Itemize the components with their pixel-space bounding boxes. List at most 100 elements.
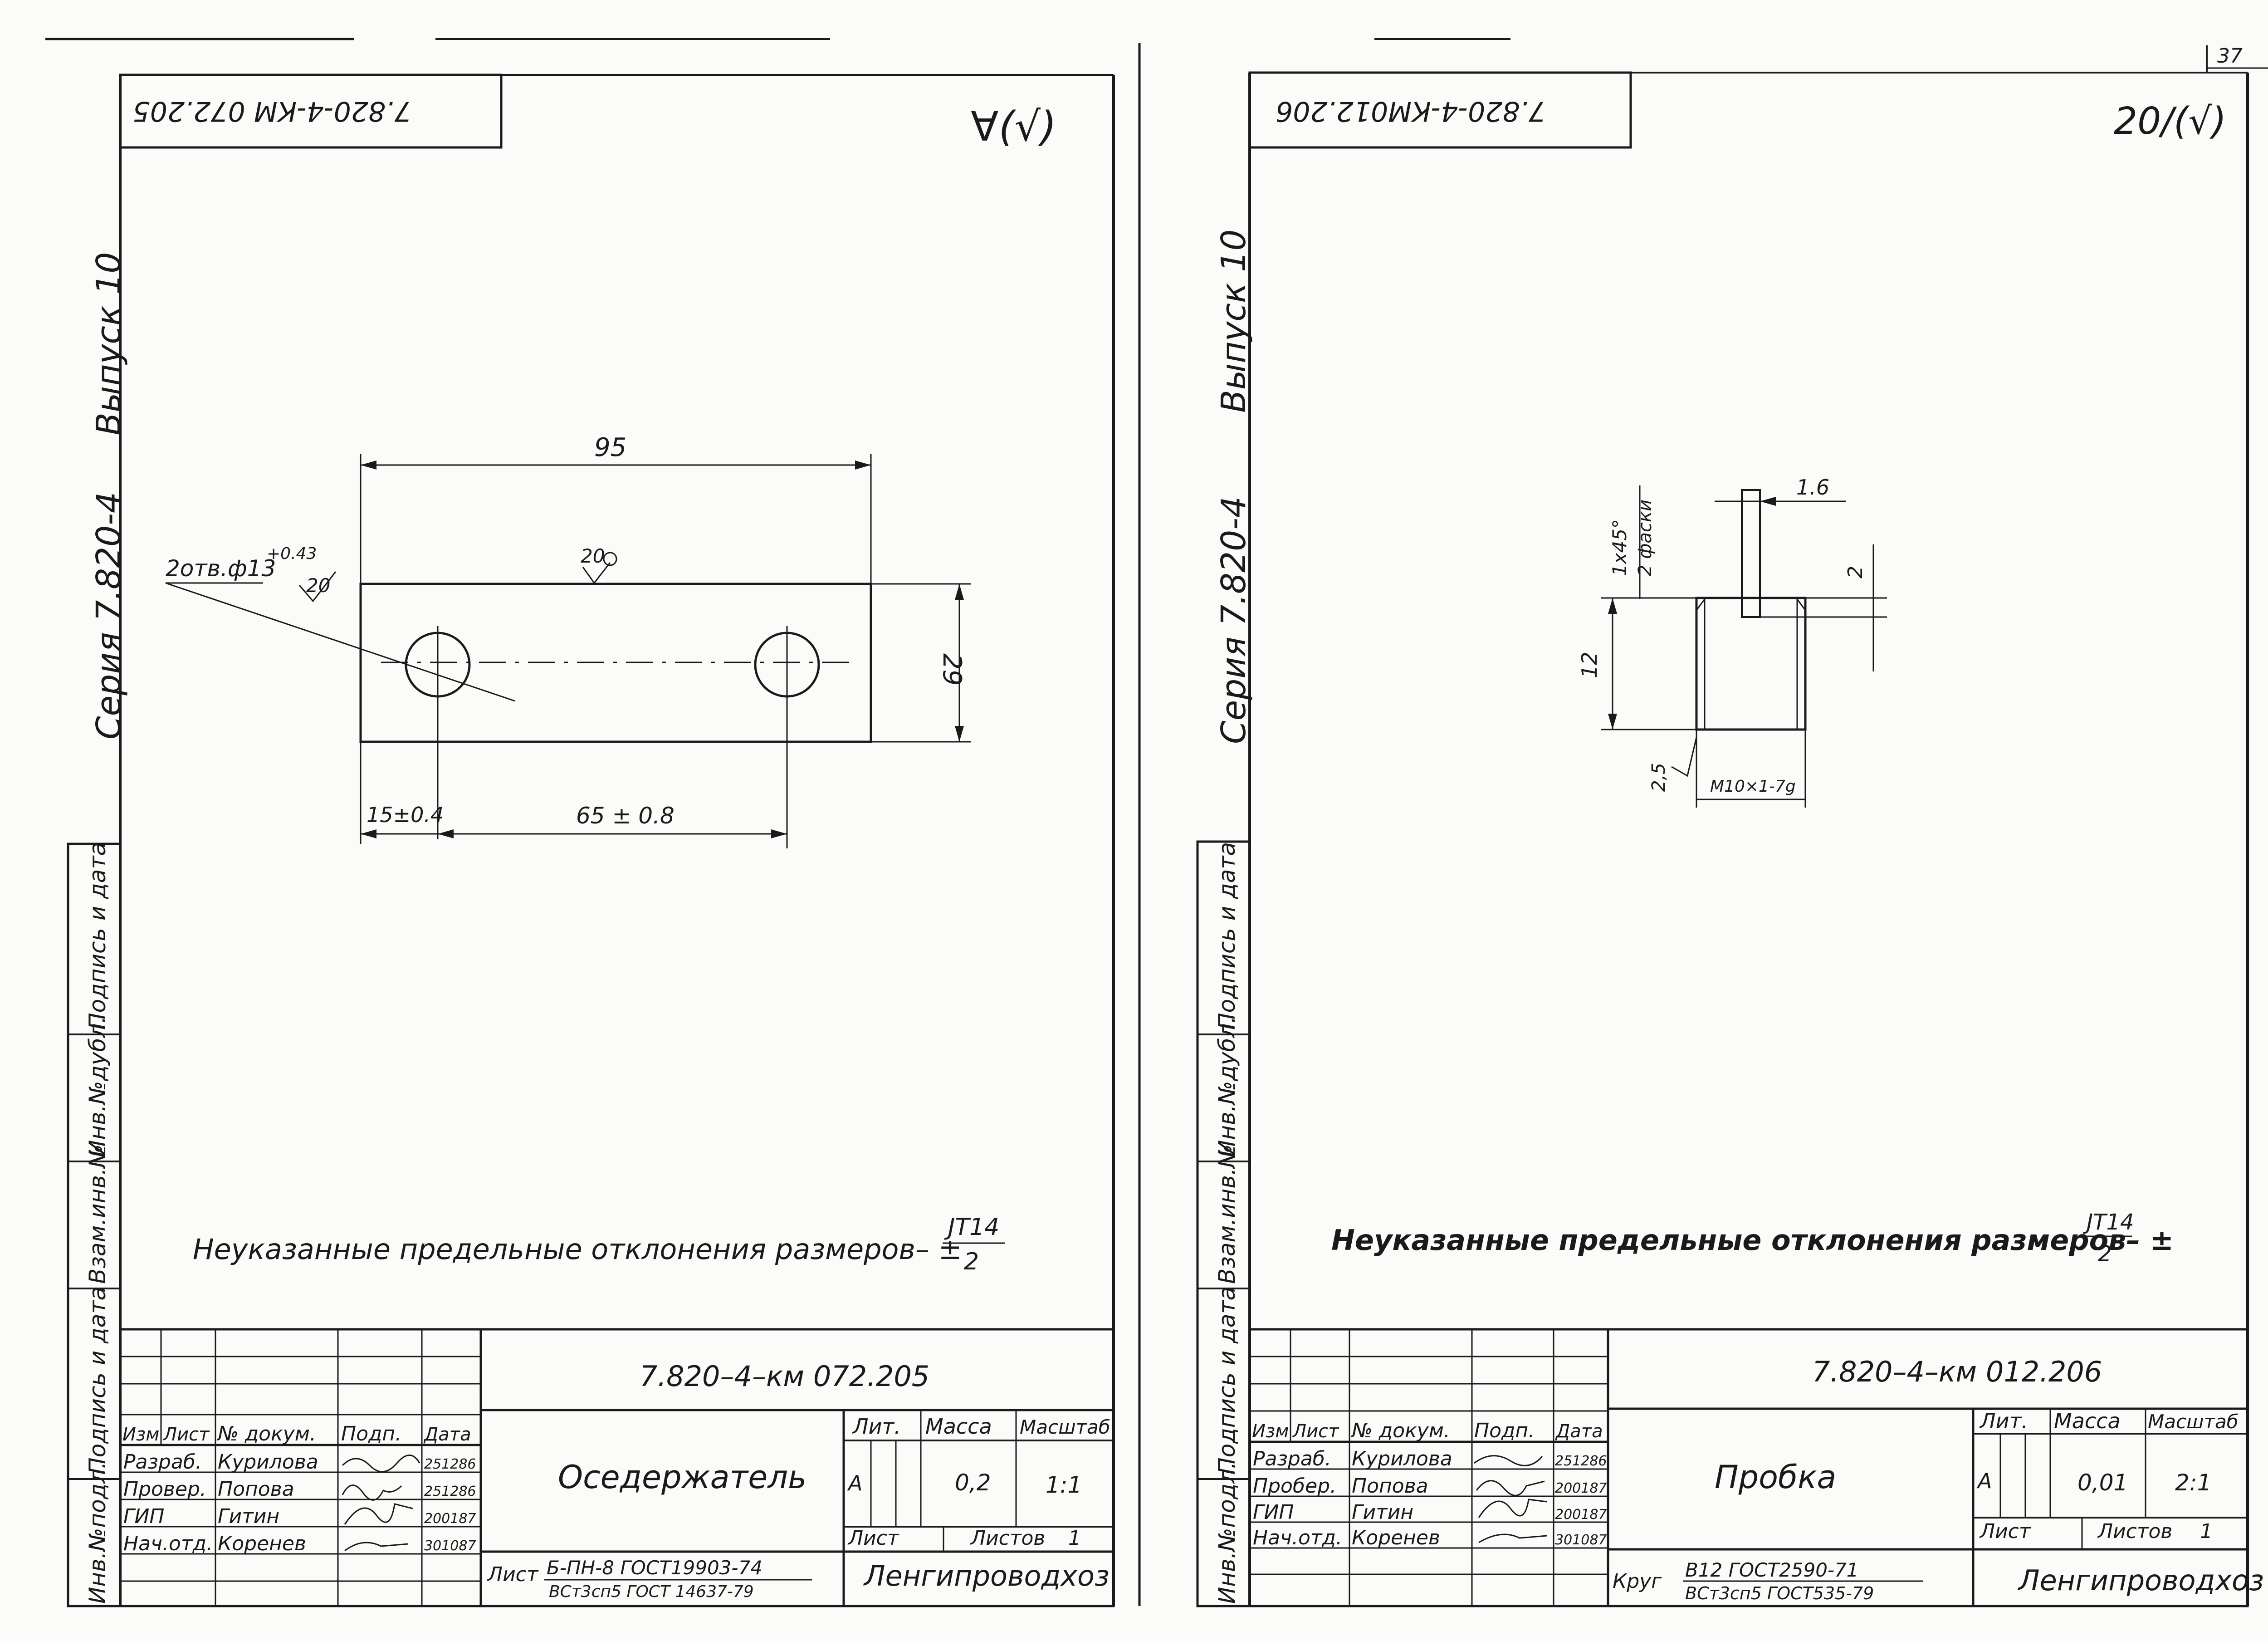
right-tb-date-2: 200187 <box>1555 1480 1607 1496</box>
left-dim-65: 65 ± 0.8 <box>576 803 675 829</box>
left-side-vzam: Взам.инв.№ <box>84 1144 111 1284</box>
left-title: Оседержатель <box>558 1459 807 1496</box>
right-tb-hdr-sign: Подп. <box>1474 1419 1535 1442</box>
page-number: 37 <box>2217 44 2243 68</box>
left-tb-name-2: Попова <box>218 1478 294 1501</box>
left-note: Неуказанные предельные отклонения размер… <box>193 1233 962 1266</box>
left-hole-rough: 20 <box>306 574 330 597</box>
right-chamfer-note: 1x45° <box>1608 519 1631 576</box>
left-surf-rough: 20 <box>581 545 605 567</box>
right-tb-name-3: Гитин <box>1352 1501 1413 1524</box>
right-sheets-val: 1 <box>2200 1520 2213 1543</box>
right-tb-date-3: 200187 <box>1555 1507 1607 1523</box>
right-side-vzam: Взам.инв.№ <box>1214 1144 1240 1284</box>
right-side-inv-podl: Инв.№подл. <box>1214 1462 1240 1604</box>
left-dim-29-arrow-b <box>955 726 964 742</box>
left-dim-29-arrow-t <box>955 584 964 600</box>
right-plug-chamfer-tl <box>1696 598 1706 611</box>
right-lit-hdr: Лит. <box>1979 1409 2028 1433</box>
right-note-num: JT14 <box>2083 1210 2134 1235</box>
right-sheet: 7.820-4-КМ012.206 20/(√) Серия 7.820-4 В… <box>1196 71 2264 1607</box>
right-tb-hdr-izm: Изм <box>1252 1421 1289 1442</box>
right-scale: 2:1 <box>2175 1470 2211 1496</box>
left-holes-tol: +0.43 <box>267 544 317 563</box>
right-tb-hdr-list: Лист <box>1292 1421 1339 1442</box>
left-sheet-hdr: Лист <box>847 1527 899 1550</box>
left-dim-65-arrow-l <box>438 829 454 838</box>
right-plug-slot <box>1741 489 1761 618</box>
left-tb-date-4: 301087 <box>424 1538 476 1554</box>
left-side-strip <box>67 843 122 1607</box>
left-tb-hdr-izm: Изм <box>122 1424 159 1445</box>
right-thread: М10×1-7g <box>1710 777 1796 796</box>
right-signature-4 <box>1478 1533 1547 1543</box>
right-roughness-mark: 20/(√) <box>2114 100 2226 143</box>
left-signature-2 <box>342 1484 402 1501</box>
left-signature-3 <box>344 1503 413 1525</box>
right-lit-letter: А <box>1976 1469 1992 1493</box>
left-tb-role-3: ГИП <box>123 1505 165 1528</box>
right-note: Неуказанные предельные отклонения размер… <box>1331 1224 2174 1257</box>
left-dim-15-arrow-l <box>361 829 376 838</box>
right-tb-outline <box>1248 1328 2249 1607</box>
left-tb-role-1: Разраб. <box>123 1450 202 1474</box>
left-dim-95: 95 <box>594 433 626 462</box>
left-side-sign-date-1: Подпись и дата <box>84 842 111 1030</box>
right-scale-hdr: Масштаб <box>2148 1411 2239 1433</box>
right-dim-len-arrow-t <box>1608 598 1617 614</box>
left-dim-95-arrow-l <box>361 460 376 470</box>
left-surf-rough-circle <box>603 552 617 566</box>
right-code-rotated: 7.820-4-КМ012.206 <box>1276 95 1546 127</box>
left-scale-hdr: Масштаб <box>1020 1416 1110 1438</box>
left-tb-role-2: Провер. <box>123 1478 206 1501</box>
left-side-sign-date-2: Подпись и дата <box>84 1287 111 1474</box>
left-material-prefix: Лист <box>487 1563 539 1586</box>
left-mass-hdr: Масса <box>925 1414 992 1439</box>
right-doc-code: 7.820–4–км 012.206 <box>1812 1355 2102 1388</box>
right-material-top: В12 ГОСТ2590-71 <box>1685 1559 1859 1581</box>
right-chamfer-note2: 2 фаски <box>1635 500 1656 576</box>
left-tb-date-1: 251286 <box>424 1456 476 1472</box>
right-code-box <box>1248 71 1632 149</box>
left-signature-4 <box>344 1542 409 1552</box>
left-tb-hdr-list: Лист <box>162 1424 210 1445</box>
left-surf-rough-sign <box>582 562 611 584</box>
left-holes-note: 2отв.ф13 <box>166 555 276 582</box>
left-material-bottom: ВСт3сп5 ГОСТ 14637-79 <box>549 1582 754 1601</box>
left-tb-outline <box>119 1328 1115 1607</box>
right-title: Пробка <box>1715 1459 1836 1496</box>
left-dim-65-arrow-r <box>771 829 787 838</box>
right-tb-role-2: Пробер. <box>1253 1474 1336 1498</box>
right-signature-1 <box>1474 1455 1543 1466</box>
right-sheet-hdr: Лист <box>1979 1520 2031 1543</box>
left-note-num: JT14 <box>944 1214 999 1241</box>
right-tb-date-1: 251286 <box>1555 1453 1607 1469</box>
left-title-block: Изм Лист № докум. Подп. Дата Разраб. Кур… <box>119 1328 1115 1607</box>
left-roughness-mark: ∀(√) <box>971 103 1056 151</box>
right-material-bottom: ВСт3сп5 ГОСТ535-79 <box>1685 1583 1874 1603</box>
left-scale: 1:1 <box>1046 1472 1082 1498</box>
right-tb-role-4: Нач.отд. <box>1253 1526 1342 1549</box>
right-plug-chamfer-tr <box>1795 598 1806 611</box>
right-tb-name-4: Коренев <box>1352 1526 1440 1549</box>
left-tb-name-1: Курилова <box>218 1450 318 1474</box>
left-tb-date-2: 251286 <box>424 1484 476 1499</box>
left-tb-name-4: Коренев <box>218 1532 306 1555</box>
right-side-strip <box>1196 840 1251 1607</box>
left-code-box <box>119 73 503 149</box>
left-org: Ленгипроводхоз <box>863 1559 1110 1592</box>
left-material-top: Б-ПН-8 ГОСТ19903-74 <box>547 1557 763 1579</box>
right-signature-3 <box>1478 1499 1547 1518</box>
right-material-prefix: Круг <box>1613 1570 1662 1593</box>
right-issue: Выпуск 10 <box>1214 230 1253 413</box>
left-lit-hdr: Лит. <box>852 1414 901 1439</box>
right-dim-slot: 1.6 <box>1796 475 1829 500</box>
right-tb-role-3: ГИП <box>1253 1501 1294 1524</box>
left-tb-hdr-date: Дата <box>423 1424 471 1445</box>
right-mass: 0,01 <box>2077 1470 2128 1496</box>
right-side-sign-date-2: Подпись и дата <box>1214 1287 1240 1474</box>
right-dim-len-arrow-b <box>1608 714 1617 730</box>
left-sheets-val: 1 <box>1068 1527 1081 1550</box>
left-hole-leader <box>165 582 515 702</box>
